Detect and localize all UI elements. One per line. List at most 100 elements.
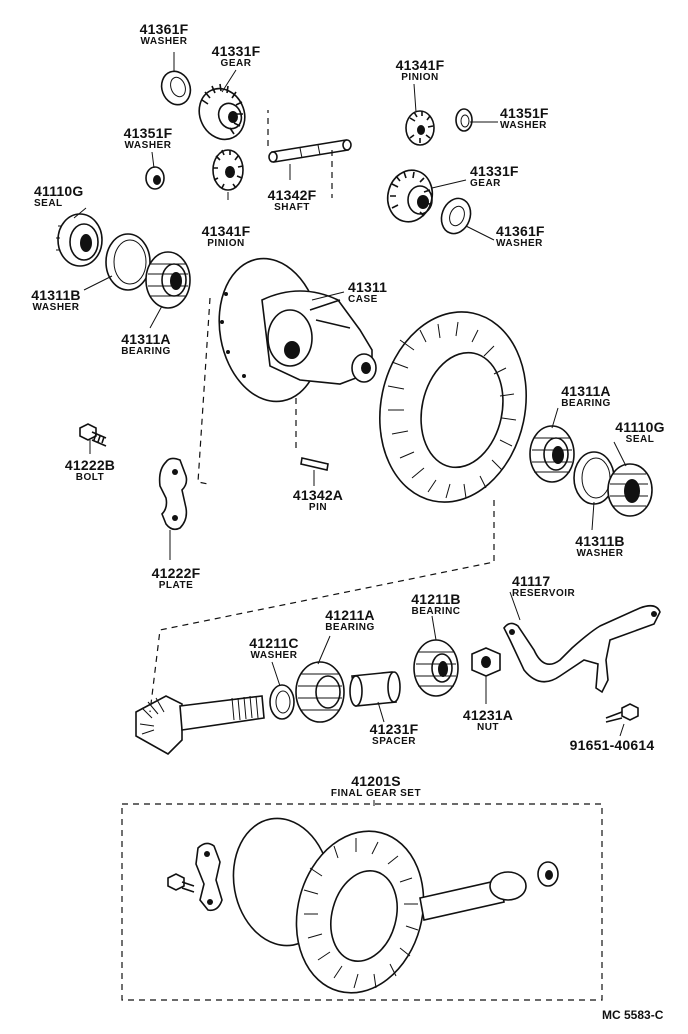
part-name: BEARINC [411,606,461,617]
part-name: PLATE [158,580,194,591]
part-name: SEAL [625,434,655,445]
part-name: NUT [476,722,500,733]
part-name: WASHER [496,238,543,249]
part-number: 41311 [348,279,388,295]
callout-41311-case: 41311 CASE [348,280,387,305]
plate-41222f [158,457,188,531]
seal-41110g-right [607,463,653,517]
reservoir-41117 [503,604,661,694]
pinion-41341f-right [405,110,435,146]
bearing-41311a-right [529,425,575,483]
part-name: BEARING [561,398,611,409]
part-number: 41222F [151,565,201,581]
drive-pinion [135,695,265,755]
part-number: 41222B [64,457,116,473]
bearing-41211a [295,661,345,723]
part-number: 41341F [395,57,445,73]
part-name: WASHER [500,120,547,131]
part-name: BEARING [121,346,171,357]
part-name: SHAFT [274,202,310,213]
part-name: GEAR [220,58,252,69]
part-number: 41351F [123,125,173,141]
callout-41117: 41117 RESERVOIR [512,574,575,599]
washer-41311b-left [105,233,151,291]
washer-41361f-upper-left [160,70,192,106]
callout-41341f-right: 41341F PINION [396,58,445,83]
part-number: 41117 [512,573,551,589]
callout-41311a-right: 41311A BEARING [561,384,611,409]
bearing-41311a-left [145,251,191,309]
part-number: 41211C [249,635,299,651]
part-number: 41231F [369,721,419,737]
bolt-41222b [79,423,107,447]
washer-41351f-left [145,166,165,190]
part-name: PINION [401,72,439,83]
callout-41231a: 41231A NUT [463,708,513,733]
part-number: 41211B [411,591,461,607]
seal-41110g-left [56,213,103,267]
part-number: 41361F [139,21,189,37]
part-name: RESERVOIR [512,588,576,599]
part-name: WASHER [124,140,172,151]
side-gear-41331f-right [386,169,434,223]
callout-41311a-left: 41311A BEARING [121,332,171,357]
callout-41222b: 41222B BOLT [65,458,115,483]
bearing-41211b [413,639,459,697]
callout-41361f-upper: 41361F WASHER [140,22,189,47]
part-number: 41110G [615,419,665,435]
callout-41331f-right: 41331F GEAR [470,164,519,189]
side-gear-41331f-left [198,83,246,141]
part-name: PIN [308,502,328,513]
part-number: 41331F [470,163,519,179]
spacer-41231f [349,671,401,707]
callout-41211c: 41211C WASHER [249,636,298,661]
callout-41222f: 41222F PLATE [152,566,201,591]
shaft-41342f [268,139,352,163]
callout-91651-40614: 91651-40614 [570,738,655,752]
callout-41231f: 41231F SPACER [370,722,419,747]
part-number: 41211A [325,607,375,623]
part-name: WASHER [250,650,298,661]
callout-41341f-left: 41341F PINION [202,224,251,249]
callout-41211b: 41211B BEARINC [411,592,460,617]
part-name: PINION [207,238,245,249]
part-number: 41351F [500,105,549,121]
pinion-41341f-left [212,149,244,191]
callout-41331f-left: 41331F GEAR [212,44,261,69]
part-number: 41331F [211,43,261,59]
diagram-code: MC 5583-C [602,1008,664,1022]
ring-gear [378,311,528,503]
part-number: 41311A [561,383,611,399]
part-number: 91651-40614 [569,737,655,753]
callout-41361f-right: 41361F WASHER [496,224,545,249]
part-number: 41231A [462,707,514,723]
callout-41342f: 41342F SHAFT [268,188,317,213]
callout-41110g-left: 41110G SEAL [34,184,83,209]
part-name: BEARING [325,622,375,633]
part-number: 41110G [34,183,84,199]
part-number: 41342A [292,487,344,503]
part-number: 41361F [496,223,545,239]
callout-41211a: 41211A BEARING [325,608,375,633]
nut-41231a [471,647,501,677]
part-name: WASHER [576,548,624,559]
callout-41351f-right: 41351F WASHER [500,106,549,131]
part-name: CASE [348,294,378,305]
part-number: 41311A [121,331,171,347]
washer-41361f-right [440,197,472,235]
part-name: BOLT [75,472,105,483]
part-name: SEAL [34,198,63,209]
pin-41342a [300,457,329,471]
washer-41351f-right [455,108,473,132]
part-name: WASHER [140,36,188,47]
callout-41342a: 41342A PIN [293,488,343,513]
callout-41311b-right: 41311B WASHER [575,534,624,559]
part-name: GEAR [470,178,501,189]
part-number: 41341F [201,223,251,239]
part-number: 41201S [351,773,401,789]
callout-41351f-left: 41351F WASHER [124,126,173,151]
part-number: 41342F [267,187,317,203]
leader-lines [73,52,627,737]
